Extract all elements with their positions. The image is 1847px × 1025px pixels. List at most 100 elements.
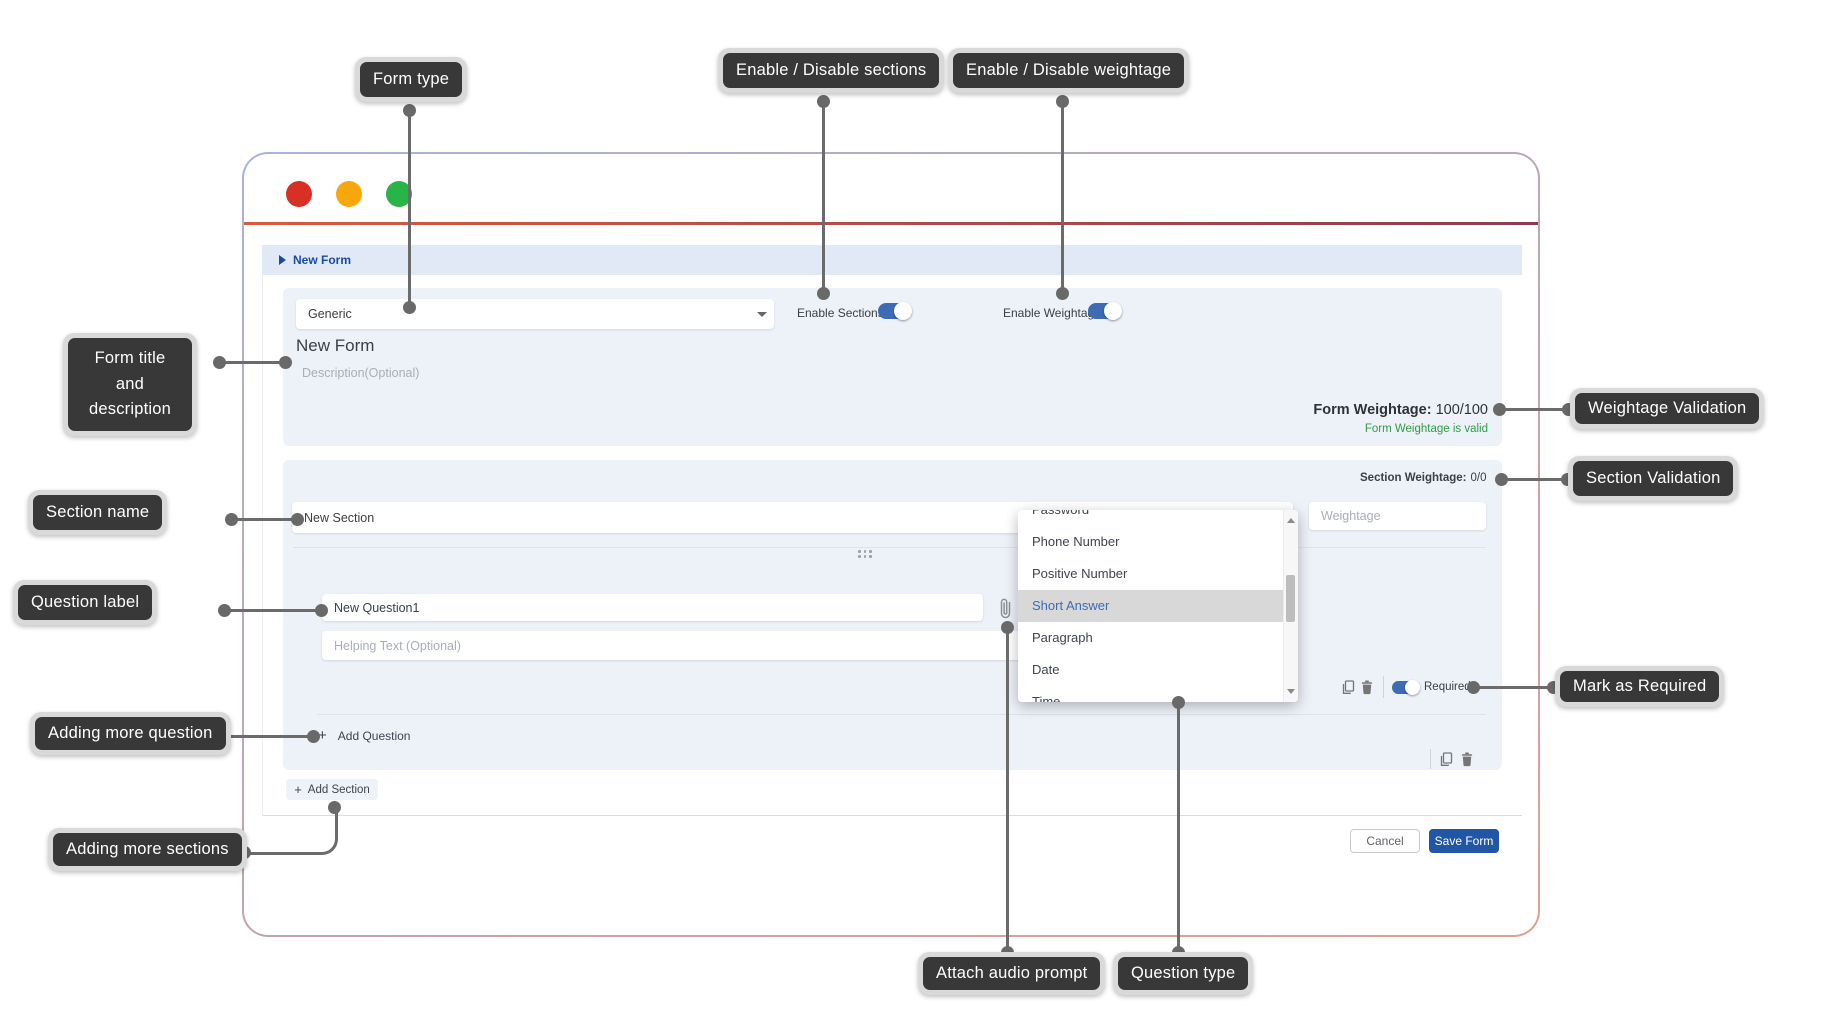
connector-dot — [306, 729, 320, 743]
form-weightage-summary: Form Weightage: 100/100 — [1188, 402, 1488, 418]
question-label-input[interactable] — [322, 594, 983, 621]
dropdown-scrollbar[interactable] — [1283, 510, 1298, 702]
dropdown-item[interactable]: Time — [1032, 694, 1061, 702]
callout-adding-more-question: Adding more question — [30, 712, 231, 755]
section-weightage-summary: Section Weightage: 0/0 — [1360, 472, 1507, 484]
scroll-down-icon[interactable] — [1287, 689, 1295, 694]
dropdown-item[interactable]: Phone Number — [1032, 534, 1120, 549]
add-section-button[interactable]: + Add Section — [286, 779, 378, 800]
scroll-up-icon[interactable] — [1287, 518, 1295, 523]
delete-section-icon[interactable] — [1460, 751, 1474, 767]
callout-text: Attach audio prompt — [923, 957, 1101, 990]
connector-dot — [212, 355, 226, 369]
callout-weightage-validation: Weightage Validation — [1570, 388, 1765, 429]
callout-text: Question label — [18, 585, 153, 620]
connector-line — [1500, 477, 1568, 481]
callout-enable-sections: Enable / Disable sections — [718, 48, 945, 93]
question-type-dropdown: Password Phone Number Positive Number Sh… — [1018, 510, 1298, 702]
form-type-select[interactable]: Generic — [296, 299, 774, 329]
callout-text: Adding more sections — [53, 833, 242, 866]
form-weightage-value: 100/100 — [1435, 402, 1488, 418]
breadcrumb-arrow-icon — [279, 255, 286, 265]
connector-dot — [1466, 680, 1480, 694]
section-weightage-input[interactable] — [1309, 502, 1486, 530]
callout-attach-audio-prompt: Attach audio prompt — [918, 952, 1106, 995]
window-accent-line — [244, 222, 1538, 225]
enable-weightage-toggle[interactable] — [1088, 302, 1122, 320]
connector-line — [215, 734, 313, 738]
callout-section-validation: Section Validation — [1568, 456, 1739, 501]
callout-section-name: Section name — [28, 490, 168, 535]
callout-text: Adding more question — [35, 717, 226, 750]
form-title[interactable]: New Form — [296, 336, 375, 355]
callout-text: Question type — [1118, 957, 1249, 990]
plus-icon: + — [318, 727, 327, 744]
question-divider — [317, 714, 1486, 715]
connector-elbow — [243, 806, 338, 855]
connector-dot — [314, 603, 328, 617]
scrollbar-thumb[interactable] — [1286, 575, 1295, 622]
callout-enable-weightage: Enable / Disable weightage — [948, 48, 1190, 93]
copy-question-icon[interactable] — [1340, 679, 1355, 695]
breadcrumb-label: New Form — [293, 253, 352, 267]
connector-dot — [1492, 402, 1506, 416]
dropdown-item[interactable]: Password — [1018, 510, 1284, 526]
connector-dot — [1171, 695, 1185, 709]
callout-form-title-description: Form title and description — [63, 333, 197, 436]
callout-form-type: Form type — [355, 57, 468, 102]
connector-dot — [816, 94, 830, 108]
dropdown-item[interactable]: Paragraph — [1032, 630, 1093, 645]
callout-mark-as-required: Mark as Required — [1555, 666, 1725, 707]
chevron-down-icon[interactable] — [757, 312, 767, 317]
form-type-value: Generic — [308, 307, 352, 321]
callout-question-label: Question label — [13, 580, 158, 625]
cancel-button[interactable]: Cancel — [1350, 829, 1420, 853]
callout-text: Section Validation — [1573, 461, 1734, 496]
traffic-light-yellow-icon[interactable] — [336, 181, 362, 207]
dropdown-item[interactable]: Date — [1032, 662, 1060, 677]
save-form-button[interactable]: Save Form — [1429, 829, 1499, 853]
connector-dot — [217, 603, 231, 617]
connector-dot — [290, 512, 304, 526]
connector-dot — [1494, 472, 1508, 486]
connector-line — [407, 108, 411, 307]
connector-line — [821, 98, 825, 293]
connector-dot — [1055, 286, 1069, 300]
section-weightage-label: Section Weightage: — [1360, 472, 1467, 484]
plus-icon: + — [294, 782, 302, 797]
traffic-light-red-icon[interactable] — [286, 181, 312, 207]
form-description-input[interactable] — [290, 362, 890, 384]
form-weightage-valid-message: Form Weightage is valid — [1364, 423, 1488, 435]
dropdown-item-selected[interactable]: Short Answer — [1018, 590, 1284, 622]
attach-audio-paperclip-icon[interactable] — [996, 597, 1014, 619]
section-name-input[interactable] — [292, 502, 1293, 533]
callout-text: Section name — [33, 495, 163, 530]
section-weightage-value: 0/0 — [1470, 472, 1487, 484]
connector-line — [1005, 625, 1009, 955]
callout-text: Mark as Required — [1560, 671, 1720, 702]
dropdown-item[interactable]: Positive Number — [1032, 566, 1128, 581]
enable-sections-toggle[interactable] — [878, 302, 912, 320]
add-question-label: Add Question — [337, 728, 411, 743]
copy-section-icon[interactable] — [1438, 751, 1453, 767]
enable-sections-label: Enable Sections — [797, 306, 884, 320]
question-type-list: Password Phone Number Positive Number Sh… — [1018, 510, 1298, 702]
connector-line — [218, 360, 286, 364]
breadcrumb[interactable]: New Form — [262, 245, 1522, 275]
callout-text: Form title and description — [68, 338, 192, 431]
callout-text: Enable / Disable weightage — [953, 53, 1185, 88]
callout-question-type: Question type — [1113, 952, 1254, 995]
drag-handle-icon[interactable] — [858, 550, 874, 559]
section-divider — [293, 547, 1486, 548]
connector-dot — [402, 300, 416, 314]
delete-question-icon[interactable] — [1360, 679, 1374, 695]
add-question-button[interactable]: + Add Question — [318, 727, 410, 744]
section-action-separator — [1430, 749, 1431, 769]
connector-line — [1472, 685, 1554, 689]
required-label: Required — [1424, 681, 1471, 693]
form-weightage-label: Form Weightage: — [1313, 402, 1432, 418]
connector-line — [1060, 98, 1064, 293]
required-toggle[interactable] — [1392, 680, 1420, 695]
connector-dot — [816, 286, 830, 300]
